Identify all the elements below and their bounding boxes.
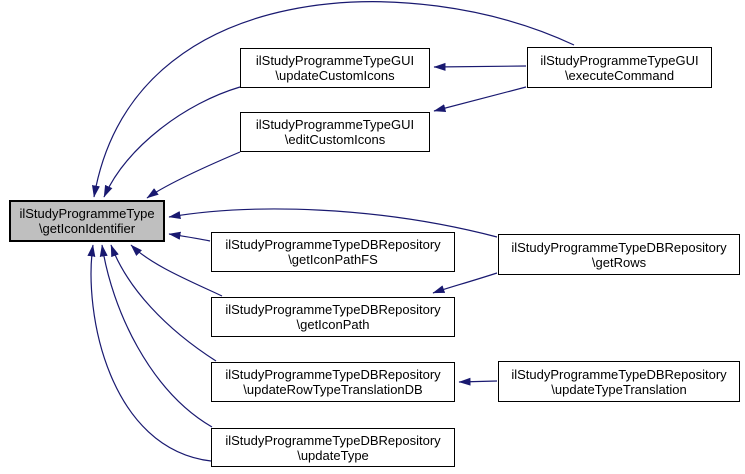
node-method-line: \getRows bbox=[591, 254, 647, 270]
node-class-line: ilStudyProgrammeTypeGUI bbox=[540, 52, 699, 68]
node-getIconPathFS[interactable]: ilStudyProgrammeTypeDBRepository \getIco… bbox=[211, 232, 455, 272]
node-class-line: ilStudyProgrammeTypeDBRepository bbox=[511, 239, 727, 255]
edge-updateCustomIcons-to-getIconIdentifier bbox=[103, 86, 241, 198]
node-getIconIdentifier[interactable]: ilStudyProgrammeType \getIconIdentifier bbox=[9, 200, 165, 242]
node-getIconPath[interactable]: ilStudyProgrammeTypeDBRepository \getIco… bbox=[211, 297, 455, 337]
edge-getIconPathFS-to-getIconIdentifier bbox=[168, 231, 211, 242]
edge-updateRowTypeTranslationDB-to-getIconIdentifier bbox=[110, 244, 217, 362]
edge-executeCommand-to-updateCustomIcons bbox=[433, 62, 527, 71]
node-class-line: ilStudyProgrammeTypeDBRepository bbox=[225, 367, 441, 382]
node-method-line: \updateRowTypeTranslationDB bbox=[243, 382, 423, 397]
edge-getIconPath-to-getIconIdentifier bbox=[130, 244, 223, 297]
edge-editCustomIcons-to-getIconIdentifier bbox=[146, 151, 241, 199]
node-updateCustomIcons[interactable]: ilStudyProgrammeTypeGUI \updateCustomIco… bbox=[240, 48, 430, 88]
node-method-line: \executeCommand bbox=[564, 67, 675, 83]
node-class-line: ilStudyProgrammeTypeDBRepository bbox=[225, 432, 441, 448]
node-executeCommand[interactable]: ilStudyProgrammeTypeGUI \executeCommand bbox=[527, 47, 712, 88]
node-method-line: \getIconIdentifier bbox=[38, 221, 136, 236]
node-method-line: \getIconPathFS bbox=[288, 252, 378, 267]
edge-updateType-to-getIconIdentifier-outer bbox=[87, 244, 212, 462]
node-method-line: \editCustomIcons bbox=[284, 132, 386, 147]
edge-getRows-to-getIconIdentifier bbox=[168, 208, 498, 238]
node-class-line: ilStudyProgrammeTypeGUI bbox=[255, 117, 415, 132]
node-method-line: \updateCustomIcons bbox=[275, 68, 395, 83]
node-editCustomIcons[interactable]: ilStudyProgrammeTypeGUI \editCustomIcons bbox=[240, 112, 430, 152]
node-method-line: \updateType bbox=[297, 447, 369, 463]
node-class-line: ilStudyProgrammeTypeDBRepository bbox=[225, 302, 441, 317]
node-class-line: ilStudyProgrammeTypeDBRepository bbox=[511, 366, 727, 382]
node-class-line: ilStudyProgrammeTypeGUI bbox=[255, 53, 415, 68]
node-updateType[interactable]: ilStudyProgrammeTypeDBRepository \update… bbox=[211, 428, 455, 467]
edge-executeCommand-to-getIconIdentifier bbox=[92, 1, 575, 198]
node-class-line: ilStudyProgrammeTypeDBRepository bbox=[225, 237, 441, 252]
node-method-line: \updateTypeTranslation bbox=[551, 381, 687, 397]
edge-updateTypeTranslation-to-updateRowTypeTranslationDB bbox=[458, 377, 498, 386]
edge-getRows-to-getIconPath bbox=[432, 272, 498, 294]
node-updateTypeTranslation[interactable]: ilStudyProgrammeTypeDBRepository \update… bbox=[498, 361, 740, 402]
edge-updateType-to-getIconIdentifier bbox=[99, 244, 213, 428]
edge-executeCommand-to-editCustomIcons bbox=[433, 86, 527, 112]
node-class-line: ilStudyProgrammeType bbox=[19, 206, 155, 221]
node-updateRowTypeTranslationDB[interactable]: ilStudyProgrammeTypeDBRepository \update… bbox=[211, 362, 455, 402]
node-method-line: \getIconPath bbox=[296, 317, 370, 332]
node-getRows[interactable]: ilStudyProgrammeTypeDBRepository \getRow… bbox=[498, 234, 740, 275]
